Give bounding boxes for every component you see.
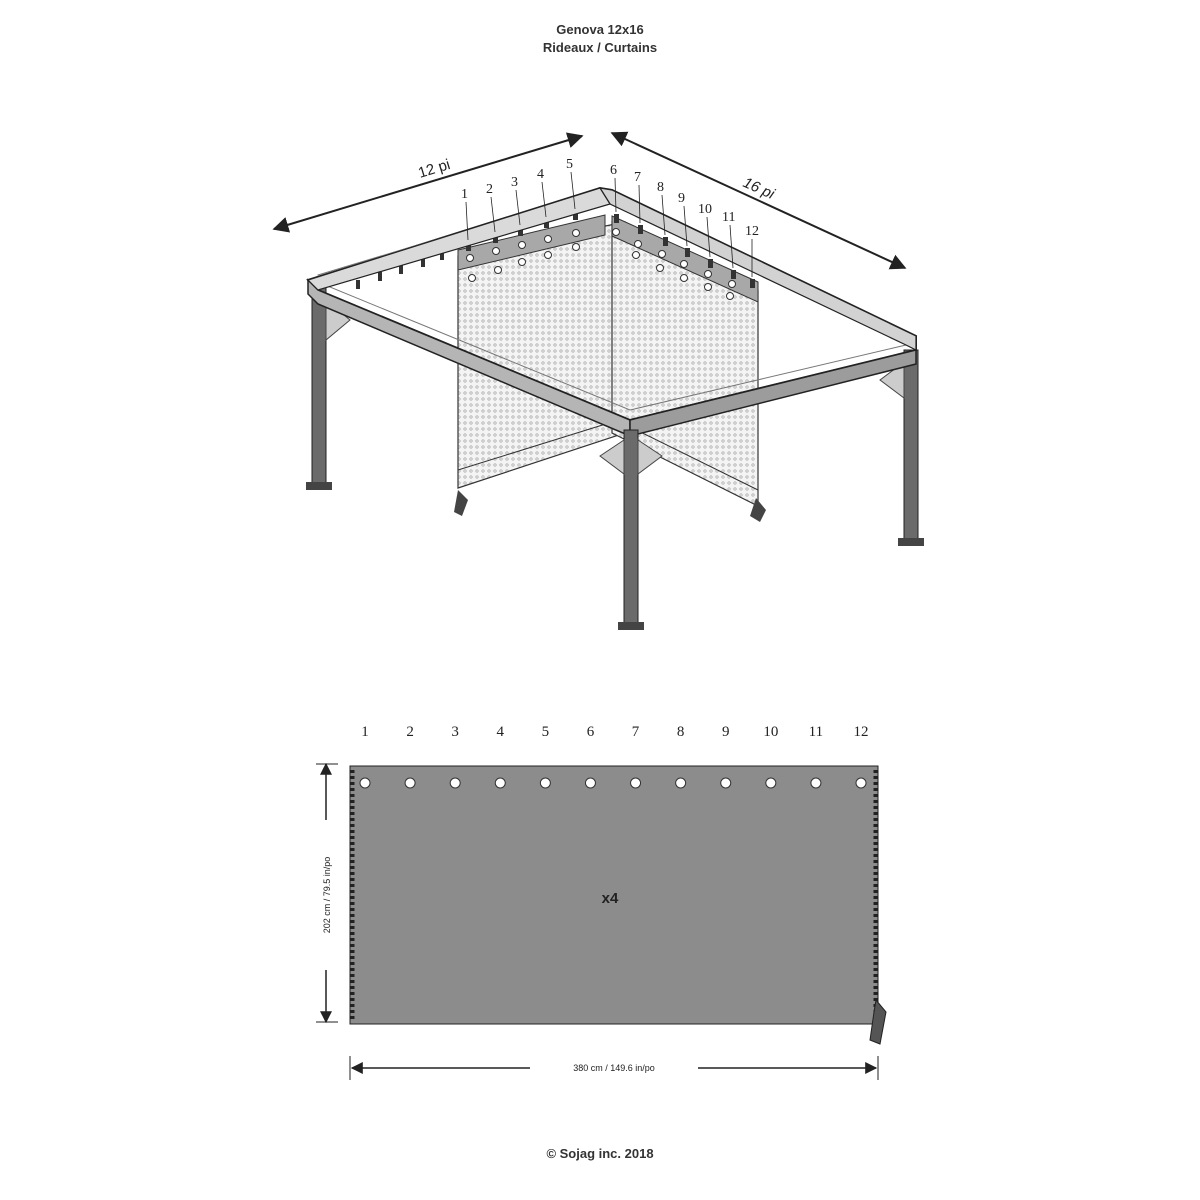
gazebo-illustration: 12 pi 16 pi [272,131,924,630]
curtain-quantity: x4 [602,890,619,907]
hook-number-5: 5 [566,157,573,172]
grommet-number-10: 10 [763,724,778,740]
width-dimension-label: 12 pi [416,156,452,182]
grommet-number-8: 8 [677,724,685,740]
hook-number-10: 10 [698,202,712,217]
hook-number-2: 2 [486,182,493,197]
grommet-12 [855,777,867,789]
hook-number-9: 9 [678,191,685,206]
hook-number-6: 6 [610,163,617,178]
hook-number-11: 11 [722,210,735,225]
grommet-2 [404,777,416,789]
grommet-number-7: 7 [632,724,640,740]
grommet-6 [584,777,596,789]
grommet-number-9: 9 [722,724,730,740]
hook-number-12: 12 [745,224,759,239]
hook-number-3: 3 [511,175,518,190]
depth-dimension-arrow [610,131,907,270]
grommet-number-5: 5 [542,724,550,740]
grommet-number-2: 2 [406,724,414,740]
grommet-8 [675,777,687,789]
grommet-11 [810,777,822,789]
grommet-number-4: 4 [497,724,505,740]
hook-number-8: 8 [657,180,664,195]
grommet-1 [359,777,371,789]
grommet-10 [765,777,777,789]
gazebo-post-right [903,349,919,543]
zipper-pull-icon [869,998,887,1045]
height-dimension-label: 202 cm / 79.5 in/po [322,857,332,934]
grommet-3 [449,777,461,789]
grommet-number-1: 1 [361,724,369,740]
grommet-9 [720,777,732,789]
copyright-notice: © Sojag inc. 2018 [546,1146,654,1161]
hook-number-1: 1 [461,187,468,202]
gazebo-post-left [311,285,327,487]
grommet-number-11: 11 [809,724,823,740]
grommet-number-12: 12 [854,724,869,740]
grommet-4 [494,777,506,789]
curtain-panel [349,765,879,1025]
diagram-subtitle: Rideaux / Curtains [542,40,658,55]
grommet-5 [539,777,551,789]
width-dimension-label-curtain: 380 cm / 149.6 in/po [573,1063,655,1073]
depth-dimension-label: 16 pi [740,174,777,203]
grommet-number-3: 3 [451,724,459,740]
diagram-title: Genova 12x16 [556,22,644,37]
grommet-7 [630,777,642,789]
width-dimension-arrow [272,132,584,233]
gazebo-post-front [623,429,639,627]
hook-number-4: 4 [537,167,544,182]
grommet-number-6: 6 [587,724,595,740]
hook-number-7: 7 [634,170,641,185]
